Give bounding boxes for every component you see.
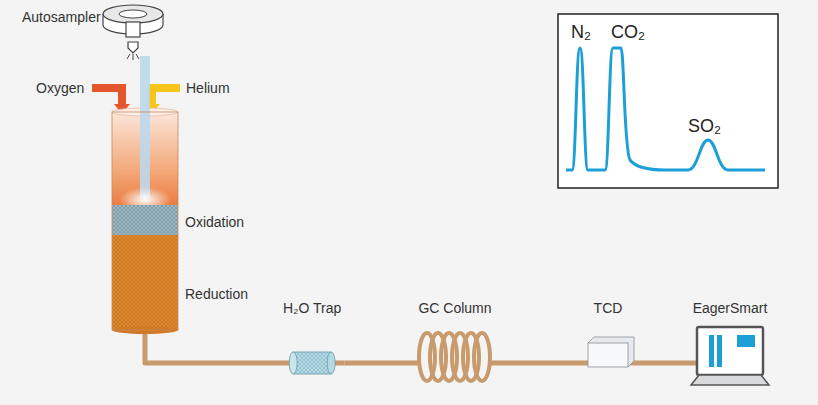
peak-label: N₂ — [571, 22, 591, 42]
part-label: Oxygen — [36, 80, 84, 97]
part-label: GC Column — [418, 300, 491, 317]
part-label: H₂O Trap — [283, 300, 341, 317]
part-label: Autosampler — [22, 9, 101, 26]
computer: EagerSmart — [680, 296, 780, 392]
reactor-column: OxidationReduction — [112, 108, 252, 332]
part-label: Helium — [186, 80, 230, 97]
part-label: Reduction — [185, 286, 248, 303]
gc-column: GC Column — [410, 296, 500, 392]
label-spot: Oxygen — [36, 80, 84, 97]
peak-label: SO₂ — [688, 116, 721, 136]
label-spot: CO₂ — [611, 22, 645, 42]
part-label: EagerSmart — [693, 300, 768, 317]
label-spot: N₂ — [571, 22, 591, 42]
water-trap: H₂O Trap — [280, 296, 344, 392]
gas-tube — [636, 361, 680, 366]
autosampler-symbol — [103, 5, 163, 60]
part-label: TCD — [594, 300, 623, 317]
gas-tube — [145, 332, 280, 363]
peak-label: CO₂ — [611, 22, 645, 42]
label-spot: Helium — [186, 80, 230, 97]
tcd-detector: TCD — [580, 296, 636, 392]
part-label: Oxidation — [185, 214, 244, 231]
gas-tube — [344, 361, 410, 366]
label-spot: SO₂ — [688, 116, 721, 136]
chromatogram-trace — [566, 48, 765, 170]
chromatogram-frame — [558, 14, 778, 188]
label-spot: Autosampler — [22, 9, 101, 26]
gas-tube — [500, 361, 580, 366]
